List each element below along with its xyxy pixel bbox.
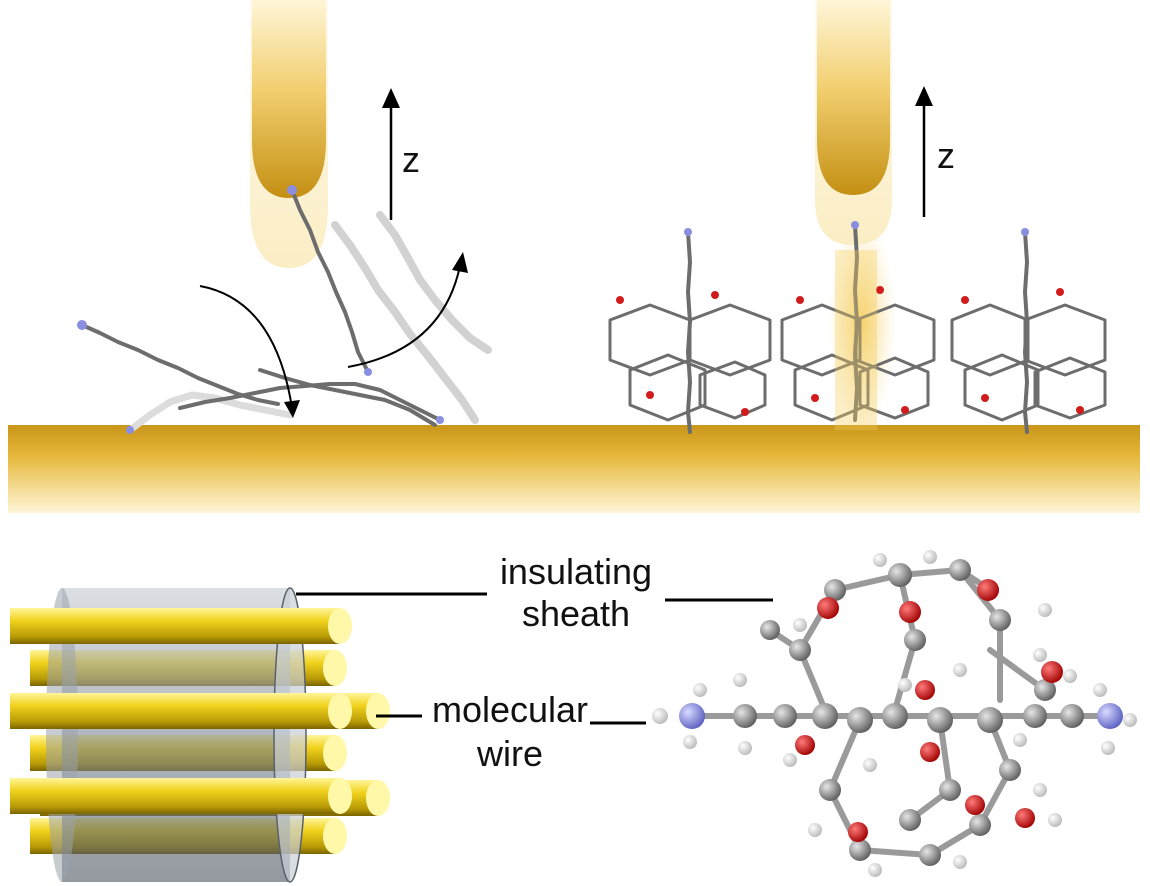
z-arrow-left [382, 88, 400, 220]
insulated-bundle-schematic [10, 587, 390, 883]
label-sheath: sheath [522, 593, 630, 634]
z-label-left: z [402, 139, 420, 180]
motion-arrow-up [347, 252, 468, 368]
rod-row-front [10, 608, 352, 814]
z-arrow-right [915, 86, 933, 217]
label-molecular: molecular [432, 689, 588, 730]
stm-tip-left [250, 0, 328, 268]
z-label-right: z [937, 135, 955, 176]
wire-column-2 [780, 221, 936, 422]
oxygen-atoms [795, 579, 1063, 842]
label-wire: wire [476, 733, 543, 774]
wire-column-1 [608, 228, 772, 434]
gold-substrate [8, 425, 1140, 513]
nitrogen-atoms [679, 703, 1123, 729]
label-insulating: insulating [500, 551, 652, 592]
wire-column-3 [950, 228, 1107, 434]
hydrogen-atoms [652, 550, 1137, 877]
bare-molecule-chains [77, 185, 492, 434]
carbon-atoms [733, 559, 1084, 866]
stm-tip-right [815, 0, 896, 430]
insulated-wire-array [608, 221, 1107, 434]
motion-arrow-down [199, 285, 300, 418]
ball-and-stick-molecule [652, 550, 1137, 877]
